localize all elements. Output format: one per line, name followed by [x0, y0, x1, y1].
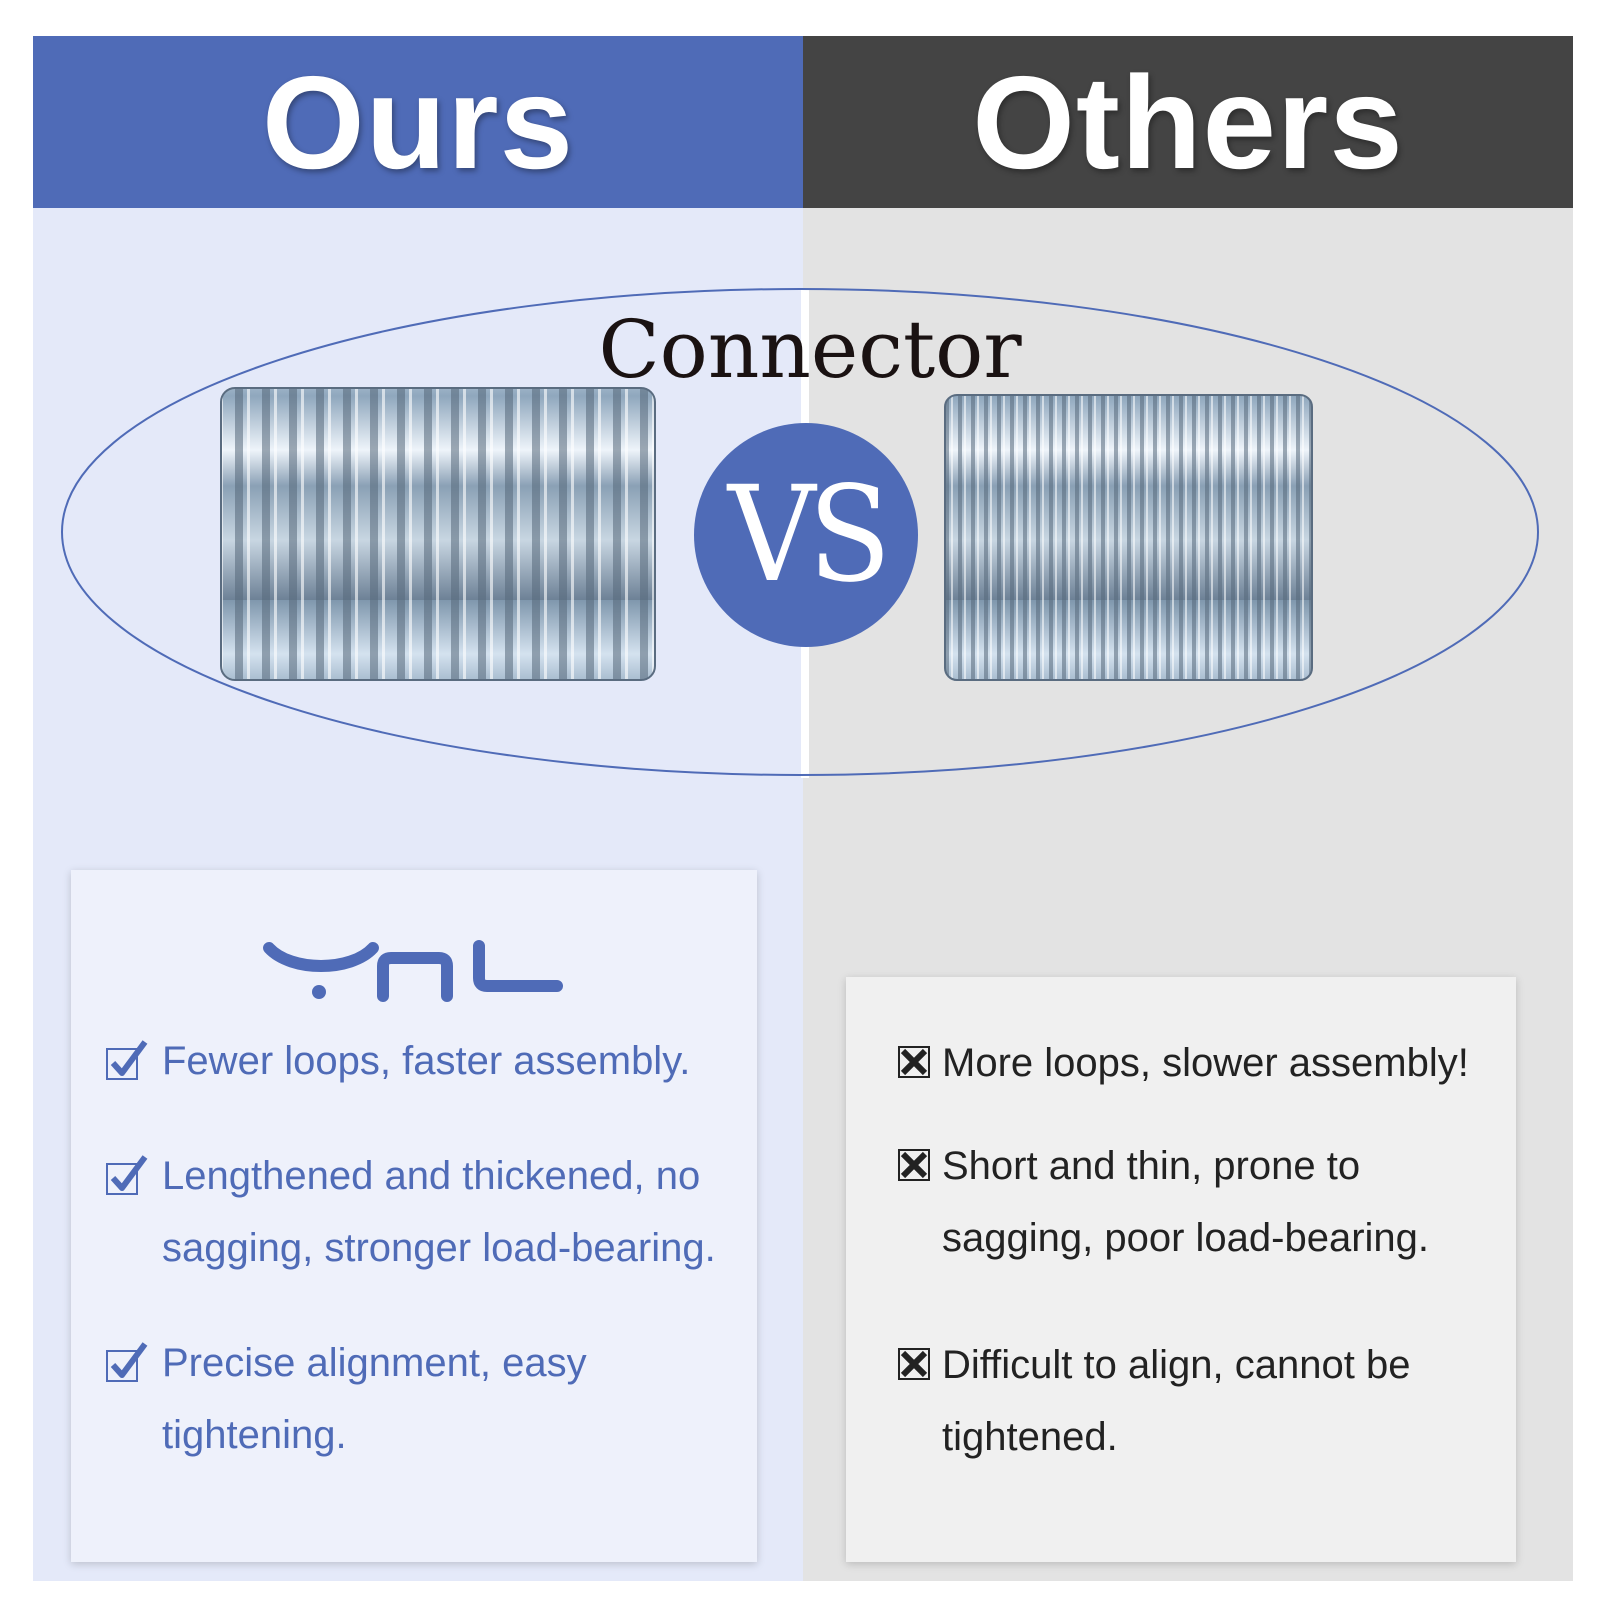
checkbox-checked-icon [106, 1040, 148, 1080]
checkbox-checked-icon [106, 1155, 148, 1195]
vs-label: VS [727, 458, 892, 612]
others-header: Others [803, 36, 1573, 208]
checkbox-x-icon [898, 1046, 930, 1078]
ynl-logo [263, 940, 563, 1002]
checkbox-checked-icon [106, 1342, 148, 1382]
ours-features-card: Fewer loops, faster assembly. Lengthened… [71, 870, 757, 1562]
ours-feature-3-text: Precise alignment, easy tightening. [162, 1341, 587, 1457]
checkbox-x-icon [898, 1149, 930, 1181]
others-feature-1-text: More loops, slower assembly! [942, 1041, 1469, 1085]
checkbox-x-icon [898, 1348, 930, 1380]
connector-title: Connector [598, 303, 1022, 396]
others-feature-2-text: Short and thin, prone to sagging, poor l… [942, 1144, 1430, 1260]
others-features-card: More loops, slower assembly! Short and t… [846, 977, 1516, 1562]
ours-feature-1-text: Fewer loops, faster assembly. [162, 1039, 691, 1083]
vs-badge: VS [694, 423, 918, 647]
ours-feature-2-text: Lengthened and thickened, no sagging, st… [162, 1154, 716, 1270]
ours-header: Ours [33, 36, 803, 208]
others-feature-3-text: Difficult to align, cannot be tightened. [942, 1343, 1411, 1459]
